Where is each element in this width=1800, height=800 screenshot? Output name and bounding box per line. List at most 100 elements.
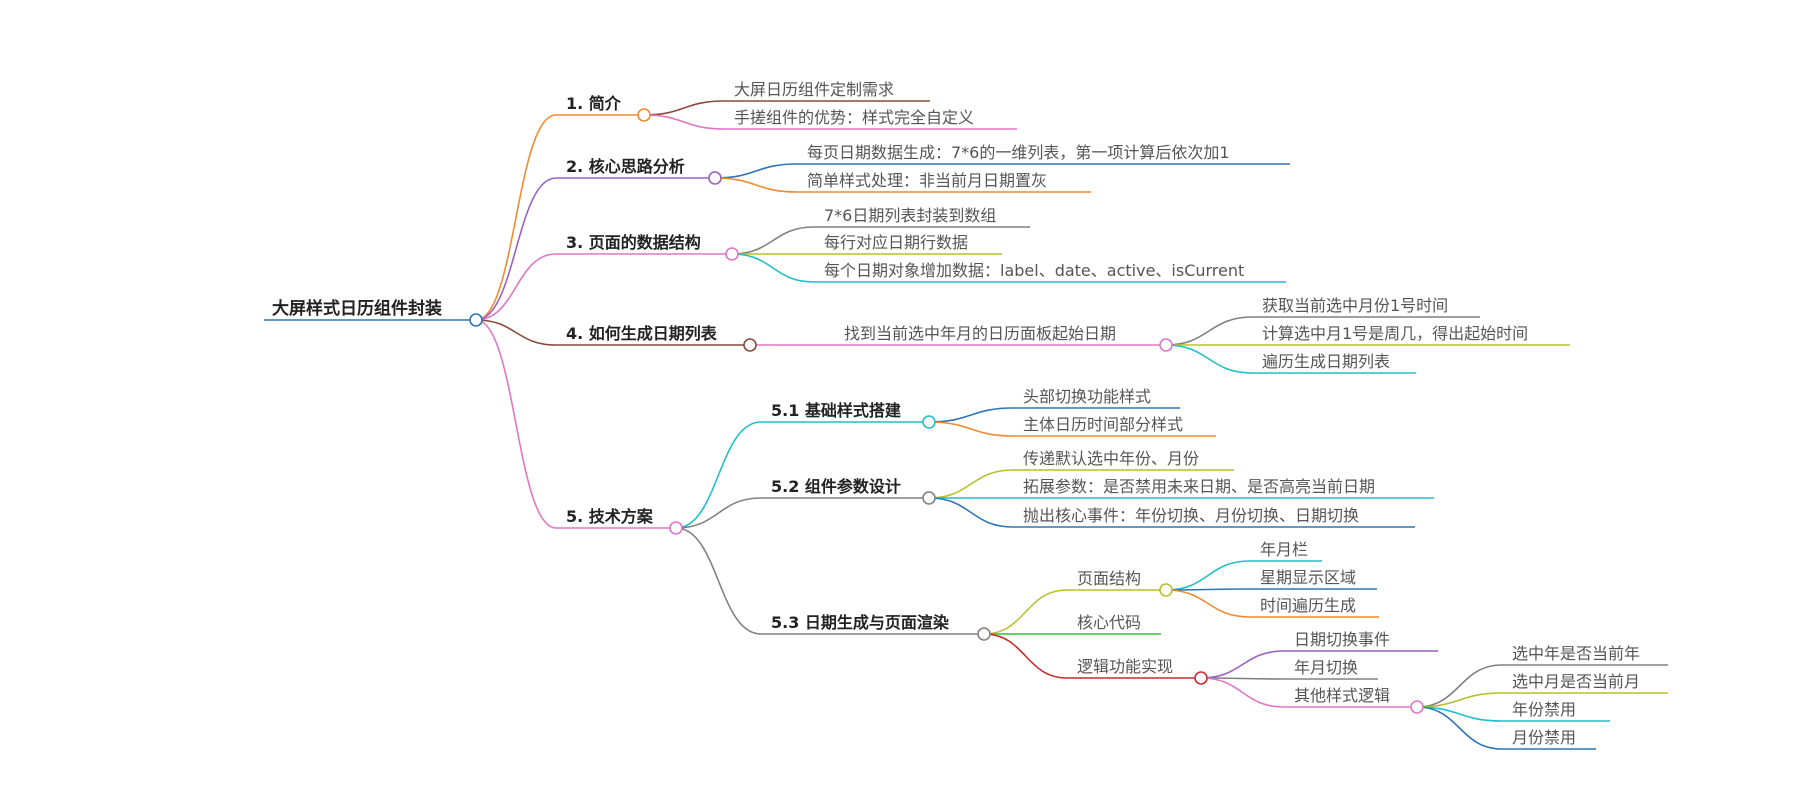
edge-n5-n51: [675, 421, 762, 529]
node-body-style-label: 主体日历时间部分样式: [1023, 415, 1183, 434]
node-week-area[interactable]: 星期显示区域: [1260, 568, 1356, 587]
node-year-disabled[interactable]: 年份禁用: [1512, 700, 1576, 719]
edge-n1-n1a: [643, 100, 725, 116]
node-core-idea-style-label: 简单样式处理：非当前月日期置灰: [807, 171, 1047, 190]
node-params[interactable]: 5.2 组件参数设计: [771, 477, 901, 496]
node-page-structure-label: 页面结构: [1077, 569, 1141, 588]
node-params-extend-label: 拓展参数：是否禁用未来日期、是否高亮当前日期: [1023, 477, 1375, 496]
node-render-label: 5.3 日期生成与页面渲染: [771, 613, 950, 632]
node-core-idea[interactable]: 2. 核心思路分析: [566, 157, 685, 176]
node-params-events[interactable]: 抛出核心事件：年份切换、月份切换、日期切换: [1023, 506, 1359, 525]
node-year-month-bar[interactable]: 年月栏: [1260, 540, 1308, 559]
node-core-code-label: 核心代码: [1077, 613, 1141, 632]
collapse-toggle-root[interactable]: [469, 313, 483, 327]
node-core-idea-data[interactable]: 每页日期数据生成：7*6的一维列表，第一项计算后依次加1: [807, 143, 1230, 162]
node-iterate-dates-label: 遍历生成日期列表: [1262, 352, 1390, 371]
node-date-switch-event[interactable]: 日期切换事件: [1294, 630, 1390, 649]
collapse-toggle-n53a[interactable]: [1159, 583, 1173, 597]
node-core-idea-label: 2. 核心思路分析: [566, 157, 685, 176]
node-intro-advantage[interactable]: 手搓组件的优势：样式完全自定义: [734, 108, 974, 127]
node-current-year-label: 选中年是否当前年: [1512, 644, 1640, 663]
node-get-first-day[interactable]: 获取当前选中月份1号时间: [1262, 296, 1448, 315]
node-other-style-logic[interactable]: 其他样式逻辑: [1294, 686, 1390, 705]
edge-n53c-n53c1: [1200, 650, 1285, 679]
node-find-start-date-label: 找到当前选中年月的日历面板起始日期: [844, 324, 1116, 343]
node-root[interactable]: 大屏样式日历组件封装: [272, 298, 442, 319]
edge-n53-n53a: [983, 589, 1068, 635]
node-render[interactable]: 5.3 日期生成与页面渲染: [771, 613, 950, 632]
node-current-year[interactable]: 选中年是否当前年: [1512, 644, 1640, 663]
node-data-structure-array[interactable]: 7*6日期列表封装到数组: [824, 206, 996, 225]
node-core-code[interactable]: 核心代码: [1077, 613, 1141, 632]
root-label: 大屏样式日历组件封装: [272, 298, 442, 319]
node-params-extend[interactable]: 拓展参数：是否禁用未来日期、是否高亮当前日期: [1023, 477, 1375, 496]
node-year-month-bar-label: 年月栏: [1260, 540, 1308, 559]
node-params-label: 5.2 组件参数设计: [771, 477, 901, 496]
collapse-toggle-n5[interactable]: [669, 521, 683, 535]
node-core-idea-data-label: 每页日期数据生成：7*6的一维列表，第一项计算后依次加1: [807, 143, 1230, 162]
node-intro-label: 1. 简介: [566, 94, 622, 113]
node-header-style-label: 头部切换功能样式: [1023, 387, 1151, 406]
node-page-structure[interactable]: 页面结构: [1077, 569, 1141, 588]
node-header-style[interactable]: 头部切换功能样式: [1023, 387, 1151, 406]
node-year-disabled-label: 年份禁用: [1512, 700, 1576, 719]
edge-n52-n52c: [928, 497, 1014, 528]
edge-layer: [475, 100, 1503, 750]
edge-n3-n3a: [731, 226, 815, 255]
node-basic-style[interactable]: 5.1 基础样式搭建: [771, 401, 901, 420]
collapse-toggle-n4[interactable]: [743, 338, 757, 352]
collapse-toggle-n53c3[interactable]: [1410, 700, 1424, 714]
node-logic[interactable]: 逻辑功能实现: [1077, 657, 1173, 676]
collapse-toggle-n52[interactable]: [922, 491, 936, 505]
node-week-area-label: 星期显示区域: [1260, 568, 1356, 587]
node-calc-weekday-label: 计算选中月1号是周几，得出起始时间: [1262, 324, 1528, 343]
edge-n1-n1b: [643, 114, 725, 130]
node-data-structure-fields-label: 每个日期对象增加数据：label、date、active、isCurrent: [824, 261, 1244, 280]
edge-n2-n2b: [714, 177, 798, 193]
collapse-toggle-n53[interactable]: [977, 627, 991, 641]
edge-n2-n2a: [714, 163, 798, 179]
node-body-style[interactable]: 主体日历时间部分样式: [1023, 415, 1183, 434]
collapse-toggle-n51[interactable]: [922, 415, 936, 429]
edge-n4a-n4a1: [1165, 316, 1253, 346]
node-date-switch-event-label: 日期切换事件: [1294, 630, 1390, 649]
node-month-disabled-label: 月份禁用: [1512, 728, 1576, 747]
node-current-month[interactable]: 选中月是否当前月: [1512, 672, 1640, 691]
node-month-disabled[interactable]: 月份禁用: [1512, 728, 1576, 747]
node-find-start-date[interactable]: 找到当前选中年月的日历面板起始日期: [844, 324, 1116, 343]
node-core-idea-style[interactable]: 简单样式处理：非当前月日期置灰: [807, 171, 1047, 190]
collapse-toggle-n2[interactable]: [708, 171, 722, 185]
edge-n5-n53: [675, 527, 762, 635]
node-generate-list[interactable]: 4. 如何生成日期列表: [566, 324, 718, 343]
node-data-structure-row[interactable]: 每行对应日期行数据: [824, 233, 968, 252]
joint-layer: [469, 108, 1424, 714]
node-year-month-switch[interactable]: 年月切换: [1294, 658, 1358, 677]
node-intro-need[interactable]: 大屏日历组件定制需求: [734, 80, 894, 99]
underline-layer: [264, 100, 1668, 750]
collapse-toggle-n3[interactable]: [725, 247, 739, 261]
node-tech-plan[interactable]: 5. 技术方案: [566, 507, 654, 526]
node-iterate-dates[interactable]: 遍历生成日期列表: [1262, 352, 1390, 371]
node-intro-need-label: 大屏日历组件定制需求: [734, 80, 894, 99]
edge-n51-n51a: [928, 407, 1014, 423]
node-other-style-logic-label: 其他样式逻辑: [1294, 686, 1390, 705]
node-time-iterate[interactable]: 时间遍历生成: [1260, 596, 1356, 615]
node-data-structure[interactable]: 3. 页面的数据结构: [566, 233, 701, 252]
collapse-toggle-n53c[interactable]: [1194, 671, 1208, 685]
edge-n4a-n4a3: [1165, 344, 1253, 374]
edge-n53c3-n53c3a: [1416, 664, 1503, 708]
node-logic-label: 逻辑功能实现: [1077, 657, 1173, 676]
edge-root-n5: [475, 319, 557, 529]
edge-n51-n51b: [928, 421, 1014, 437]
node-data-structure-fields[interactable]: 每个日期对象增加数据：label、date、active、isCurrent: [824, 261, 1244, 280]
collapse-toggle-n1[interactable]: [637, 108, 651, 122]
collapse-toggle-n4a[interactable]: [1159, 338, 1173, 352]
node-intro[interactable]: 1. 简介: [566, 94, 622, 113]
node-time-iterate-label: 时间遍历生成: [1260, 596, 1356, 615]
node-params-default[interactable]: 传递默认选中年份、月份: [1023, 449, 1199, 468]
edge-root-n1: [475, 114, 557, 321]
edge-n3-n3c: [731, 253, 815, 283]
edge-n5-n52: [675, 497, 762, 529]
node-calc-weekday[interactable]: 计算选中月1号是周几，得出起始时间: [1262, 324, 1528, 343]
